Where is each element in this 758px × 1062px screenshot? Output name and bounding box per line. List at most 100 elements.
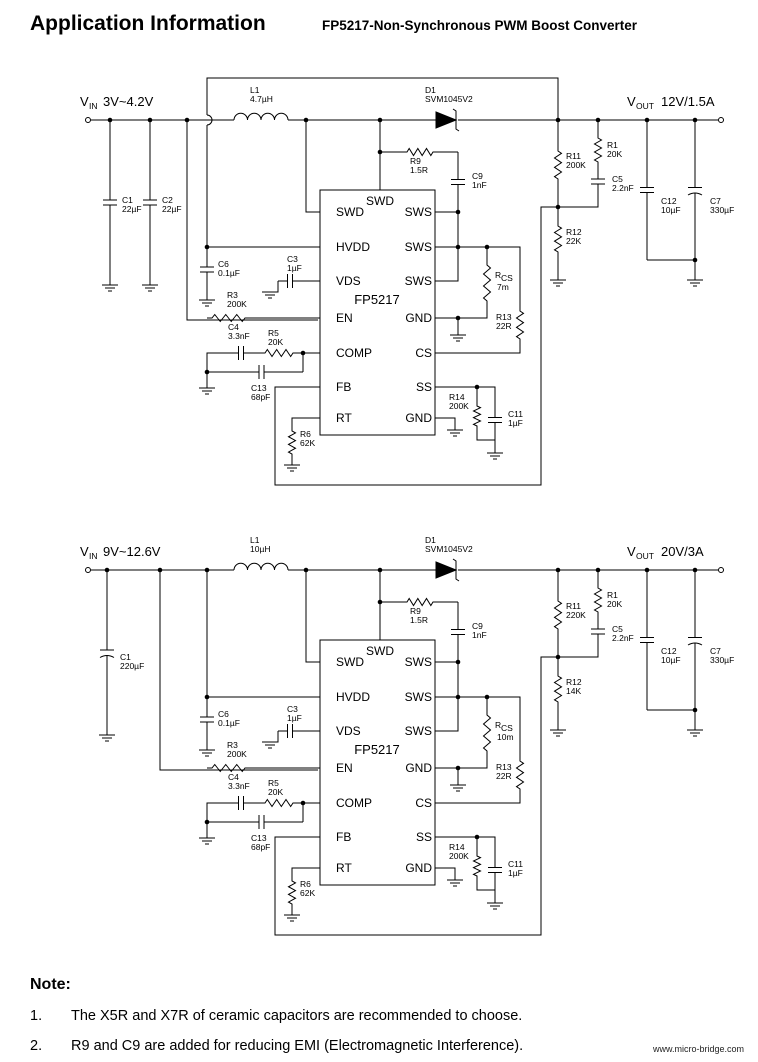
ic-body [319,189,436,436]
terminal [718,567,724,573]
resistor-symbol [472,850,482,882]
pin-label: CS [415,346,432,360]
component-ref-sub: CS [501,273,513,283]
component-value: 10µF [661,655,681,665]
component-ref: C9 [472,621,483,631]
component-ref: D1 [425,85,436,95]
component-value: 1.5R [410,165,428,175]
wire [558,195,599,208]
resistor-symbol [287,425,297,460]
ground-symbol [687,729,703,737]
wire [262,731,279,743]
resistor-symbol [593,132,603,168]
wire [291,417,320,425]
inductor-symbol [233,562,289,571]
resistor-symbol [260,798,298,808]
wire [458,246,521,305]
component-value: 1µF [508,418,523,428]
component-value: 1µF [287,263,302,273]
pin-label: SWS [405,724,432,738]
wire [435,317,459,335]
vin-value: 3V~4.2V [103,94,154,109]
note-text: R9 and C9 are added for reducing EMI (El… [71,1038,524,1054]
component-ref: C5 [612,624,623,634]
vin-label: V [80,94,89,109]
component-value: 7m [497,282,509,292]
note-number: 2. [30,1038,43,1054]
component-value: 22µF [122,204,142,214]
component-ref: R9 [410,606,421,616]
wire [435,417,456,430]
resistor-symbol [472,400,482,432]
component-ref: R12 [566,677,582,687]
component-ref: C6 [218,709,229,719]
wire [435,345,521,354]
wire [274,656,558,936]
page-title: Application Information [30,12,266,35]
pin-label: RT [336,861,352,875]
component-value: 1µF [287,713,302,723]
wire [435,867,456,880]
terminal [85,567,91,573]
resistor-symbol [482,259,492,307]
component-value: 330µF [710,655,734,665]
ground-symbol [450,334,466,342]
pin-label: SWD [366,194,394,208]
component-value: 22R [496,321,512,331]
vin-label-sub: IN [89,101,98,111]
resistor-symbol [515,305,525,345]
component-ref: C4 [228,772,239,782]
component-ref: R11 [566,601,581,611]
pin-label: SS [416,830,432,844]
ground-symbol [487,452,503,460]
ground-symbol [199,837,215,845]
component-ref-sub: CS [501,723,513,733]
ground-symbol [284,914,300,922]
pin-label: RT [336,411,352,425]
component-value: 10µF [661,205,681,215]
component-value: 200K [566,160,586,170]
component-value: SVM1045V2 [425,544,473,554]
watermark: www.micro-bridge.com [652,1044,744,1054]
component-value: 62K [300,438,315,448]
component-ref: C1 [122,195,133,205]
component-ref: C1 [120,652,131,662]
component-value: 10m [497,732,514,742]
wire [186,120,318,321]
capacitor-plate [99,655,115,658]
ground-symbol [550,279,566,287]
ground-symbol [450,784,466,792]
ground-symbol [199,299,215,307]
component-ref: R9 [410,156,421,166]
resistor-symbol [553,220,563,258]
component-ref: C4 [228,322,239,332]
component-ref: C13 [251,833,267,843]
component-ref: L1 [250,535,260,545]
ground-symbol [102,284,118,292]
pin-label: EN [336,311,353,325]
component-value: SVM1045V2 [425,94,473,104]
diode-symbol [435,111,458,129]
component-ref: C12 [661,646,677,656]
component-value: 68pF [251,842,270,852]
wire [476,882,496,903]
diode-cathode [452,558,460,582]
page-subtitle: FP5217-Non-Synchronous PWM Boost Convert… [322,18,638,33]
component-value: 20K [607,149,622,159]
resistor-symbol [515,755,525,795]
component-value: 1µF [508,868,523,878]
terminal [718,117,724,123]
wire [159,570,318,771]
wire [305,120,320,213]
pin-label: SWS [405,240,432,254]
resistor-symbol [287,875,297,910]
component-ref: C13 [251,383,267,393]
component-ref: C2 [162,195,173,205]
pin-label: VDS [336,724,361,738]
component-ref: C3 [287,254,298,264]
ic-name: FP5217 [354,292,400,307]
pin-label: CS [415,796,432,810]
resistor-symbol [207,763,250,773]
component-ref: C11 [508,859,523,869]
